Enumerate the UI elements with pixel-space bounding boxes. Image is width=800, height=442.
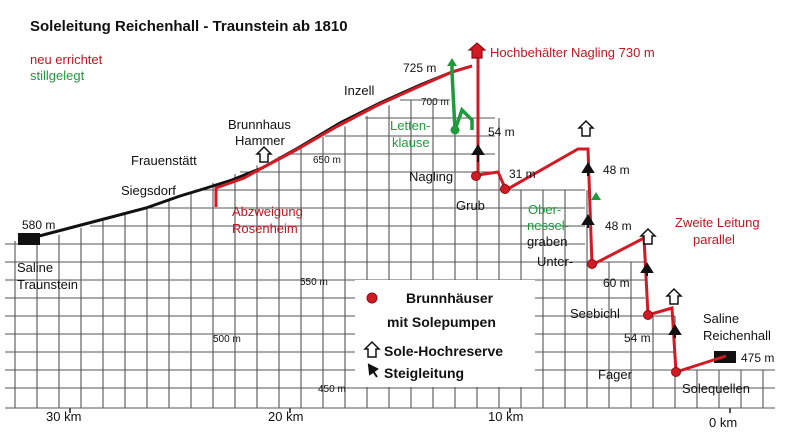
legend-new-label: neu errichtet <box>30 52 103 67</box>
lettenklause-label-2: klause <box>392 135 430 150</box>
closed-pipeline-line <box>450 62 474 131</box>
legend-steig-icon <box>367 363 379 376</box>
lettenklause-pump-green <box>450 125 460 135</box>
distance-30km: 30 km <box>46 409 81 424</box>
zweite-leitung-label-2: parallel <box>693 232 735 247</box>
steig-arrow-unter <box>640 262 654 273</box>
elevation-580: 580 m <box>22 218 55 232</box>
inzell-label: Inzell <box>344 83 374 98</box>
distance-labels: 30 km 20 km 10 km 0 km <box>46 409 737 430</box>
pump-nagling <box>471 171 481 181</box>
steigleitung-arrows <box>367 144 682 378</box>
pump-seebichl <box>643 310 653 320</box>
elevation-labels: 580 m 725 m 475 m 54 m 31 m 48 m 48 m 60… <box>22 61 774 365</box>
height-48-upper: 48 m <box>603 163 630 177</box>
reserve-seebichl-icon <box>665 287 683 305</box>
pump-stations <box>366 171 681 377</box>
frauenstaett-label: Frauenstätt <box>131 153 197 168</box>
steig-arrow-nagling <box>471 144 485 155</box>
obernesselgraben-label-1: Ober- <box>528 202 561 217</box>
legend-closed-label: stillgelegt <box>30 68 85 83</box>
unter-label: Unter- <box>537 254 573 269</box>
pump-unter <box>587 259 597 269</box>
grid-label-450: 450 m <box>318 384 346 395</box>
height-60-unter: 60 m <box>603 276 630 290</box>
elevation-475: 475 m <box>741 351 774 365</box>
reserve-unter-icon <box>639 227 657 245</box>
hochbehaelter-label: Hochbehälter Nagling 730 m <box>490 45 655 60</box>
reserve-obernesselgraben-icon <box>577 119 595 137</box>
distance-0km: 0 km <box>709 415 737 430</box>
height-54-seebichl: 54 m <box>624 331 651 345</box>
steig-arrow-grub <box>581 162 595 173</box>
legend-brunnhaeuser-2: mit Solepumpen <box>387 314 496 330</box>
grid-elevation-labels: 700 m 650 m 550 m 500 m 450 m <box>213 97 449 395</box>
legend-steigleitung: Steigleitung <box>384 365 464 381</box>
grid-label-500: 500 m <box>213 334 241 345</box>
brunnhaus-hammer-label-2: Hammer <box>235 133 286 148</box>
seebichl-label: Seebichl <box>570 306 620 321</box>
steig-arrow-obernessel <box>581 214 595 225</box>
saline-reichenhall-label-1: Saline <box>703 311 739 326</box>
grid-label-700: 700 m <box>421 97 449 108</box>
saline-reichenhall-label-2: Reichenhall <box>703 328 771 343</box>
steig-arrow-seebichl <box>668 324 682 335</box>
lettenklause-label-1: Letten- <box>390 118 430 133</box>
siegsdorf-label: Siegsdorf <box>121 183 176 198</box>
fager-label: Fager <box>598 367 633 382</box>
pump-grub <box>500 184 510 194</box>
closed-arrow-top-icon <box>447 58 457 66</box>
saline-traunstein-label-1: Saline <box>17 260 53 275</box>
place-labels: Saline Traunstein Siegsdorf Frauenstätt … <box>17 83 771 396</box>
legend-background <box>355 280 535 387</box>
red-annotations: Hochbehälter Nagling 730 m Abzweigung Ro… <box>232 45 760 247</box>
legend-pump-dot <box>366 292 378 304</box>
obernesselgraben-label-3: graben <box>527 234 567 249</box>
legend-brunnhaeuser-1: Brunnhäuser <box>406 290 494 306</box>
nagling-label: Nagling <box>409 169 453 184</box>
saline-traunstein-label-2: Traunstein <box>17 277 78 292</box>
hochbehaelter-icon <box>467 42 487 59</box>
legend-reserve: Sole-Hochreserve <box>384 343 503 359</box>
abzweigung-label-1: Abzweigung <box>232 204 303 219</box>
grid-label-550: 550 m <box>300 277 328 288</box>
reserve-icons <box>255 119 683 358</box>
height-31-grub: 31 m <box>509 167 536 181</box>
grub-label: Grub <box>456 198 485 213</box>
solequellen-label: Solequellen <box>682 381 750 396</box>
distance-10km: 10 km <box>488 409 523 424</box>
height-48-lower: 48 m <box>605 219 632 233</box>
abzweigung-label-2: Rosenheim <box>232 221 298 236</box>
legend-reserve-icon <box>363 340 381 358</box>
reserve-hammer-icon <box>255 145 273 163</box>
pump-fager <box>671 367 681 377</box>
saline-traunstein-marker <box>18 233 40 245</box>
legend-box: Brunnhäuser mit Solepumpen Sole-Hochrese… <box>384 290 503 381</box>
obernesselgraben-label-2: nessel- <box>527 218 569 233</box>
diagram-title: Soleleitung Reichenhall - Traunstein ab … <box>30 18 348 35</box>
obernesselgraben-green-icon <box>591 192 601 200</box>
grid-label-650: 650 m <box>313 155 341 166</box>
zweite-leitung-label-1: Zweite Leitung <box>675 215 760 230</box>
elevation-725: 725 m <box>403 61 436 75</box>
distance-20km: 20 km <box>268 409 303 424</box>
brunnhaus-hammer-label-1: Brunnhaus <box>228 117 291 132</box>
green-place-labels: Letten- klause Ober- nessel- graben <box>390 118 569 249</box>
height-54-nagling: 54 m <box>488 125 515 139</box>
